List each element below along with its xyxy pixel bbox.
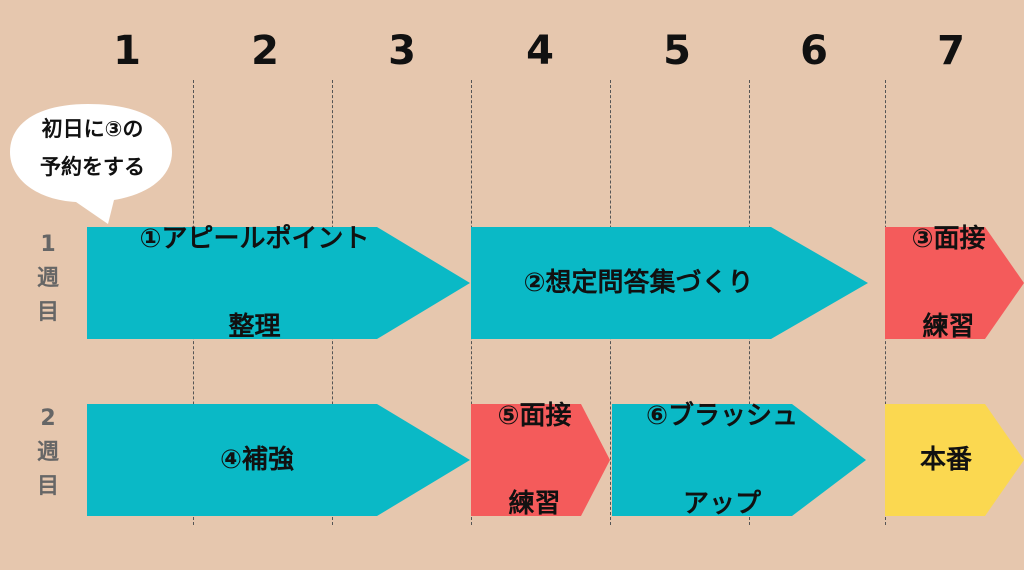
week-2-char2: 目: [36, 474, 59, 499]
task-4-arrow-shape: [87, 404, 470, 516]
task-1-line2: 整理: [228, 312, 281, 342]
day-5-label: 5: [663, 28, 691, 74]
speech-bubble-line1: 初日に③の: [41, 117, 144, 141]
task-5-line2: 練習: [508, 489, 561, 519]
task-7-arrow: [885, 404, 1024, 516]
day-1-label: 1: [113, 28, 141, 74]
task-2-arrow-shape: [471, 227, 868, 339]
week-1-number: 1: [40, 232, 56, 257]
task-4-label: ④補強: [87, 404, 427, 516]
task-6-label: ⑥ブラッシュ アップ: [612, 401, 832, 519]
task-6-line1: ⑥ブラッシュ: [645, 401, 798, 431]
week-2-char1: 週: [36, 440, 59, 465]
task-6-arrow-shape: [612, 404, 866, 516]
task-3-label: ③面接 練習: [885, 224, 1012, 342]
task-2-arrow: [471, 227, 868, 339]
week-2-label: 2 週 目: [30, 402, 66, 504]
speech-bubble-text: 初日に③の 予約をする: [20, 110, 165, 186]
speech-bubble-line2: 予約をする: [40, 155, 145, 179]
task-5-line1: ⑤面接: [497, 401, 572, 431]
task-3-arrow-shape: [885, 227, 1024, 339]
task-4-line1: ④補強: [219, 445, 294, 475]
speech-bubble: 初日に③の 予約をする: [10, 100, 175, 225]
task-7-arrow-shape: [885, 404, 1024, 516]
day-6-label: 6: [800, 28, 828, 74]
task-6-arrow: [612, 404, 866, 516]
task-1-arrow-shape: [87, 227, 470, 339]
task-7-label: 本番: [885, 404, 1007, 516]
task-2-line1: ②想定問答集づくり: [523, 268, 754, 298]
task-1-label: ①アピールポイント 整理: [87, 224, 422, 342]
task-3-arrow: [885, 227, 1024, 339]
task-2-label: ②想定問答集づくり: [471, 227, 806, 339]
task-3-line2: 練習: [922, 312, 975, 342]
week-2-number: 2: [40, 406, 56, 431]
day-2-label: 2: [251, 28, 279, 74]
task-1-arrow: [87, 227, 470, 339]
task-5-arrow: [471, 404, 610, 516]
day-3-label: 3: [388, 28, 416, 74]
task-5-arrow-shape: [471, 404, 610, 516]
speech-bubble-shape: [10, 104, 172, 224]
week-1-char2: 目: [36, 300, 59, 325]
task-7-line1: 本番: [919, 445, 972, 475]
day-4-label: 4: [526, 28, 554, 74]
day-7-label: 7: [937, 28, 965, 74]
task-5-label: ⑤面接 練習: [471, 401, 598, 519]
task-6-line2: アップ: [682, 489, 761, 519]
week-1-label: 1 週 目: [30, 228, 66, 330]
task-1-line1: ①アピールポイント: [139, 224, 370, 254]
task-4-arrow: [87, 404, 470, 516]
week-1-char1: 週: [36, 266, 59, 291]
task-3-line1: ③面接: [911, 224, 986, 254]
